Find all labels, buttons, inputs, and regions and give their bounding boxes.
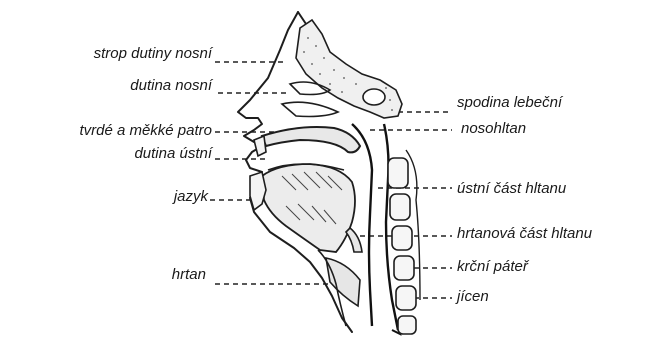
label-tvrde-a-mekke-patro: tvrdé a měkké patro (79, 123, 212, 139)
label-strop-dutiny-nosni: strop dutiny nosní (94, 46, 212, 62)
label-jazyk: jazyk (174, 189, 208, 205)
label-dutina-ustni: dutina ústní (134, 146, 212, 162)
vertebra-3 (392, 226, 412, 250)
label-hrtan: hrtan (172, 267, 206, 283)
vertebra-4 (394, 256, 414, 280)
larynx-cartilage (326, 258, 360, 306)
vertebra-5 (396, 286, 416, 310)
palate-shape (262, 127, 360, 152)
lower-incisor (250, 172, 266, 210)
label-ustni-cast-hltanu: ústní část hltanu (457, 181, 566, 197)
label-hrtanova-cast-hltanu: hrtanová část hltanu (457, 226, 592, 242)
sphenoid-sinus (363, 89, 385, 105)
label-krcni-pater: krční páteř (457, 259, 528, 275)
tongue (262, 164, 355, 252)
palate (262, 127, 360, 152)
label-nosohltan: nosohltan (461, 121, 526, 137)
epiglottis (346, 228, 362, 252)
vertebra-1 (388, 158, 408, 188)
label-spodina-lebecni: spodina lebeční (457, 95, 562, 111)
vertebra-2 (390, 194, 410, 220)
turbinate-lower (282, 102, 338, 116)
forehead-line (298, 12, 306, 24)
jaw-teeth (250, 136, 266, 210)
label-dutina-nosni: dutina nosní (130, 78, 212, 94)
vertebra-6 (398, 316, 416, 334)
label-jicen: jícen (457, 289, 489, 305)
upper-incisor (254, 136, 266, 156)
